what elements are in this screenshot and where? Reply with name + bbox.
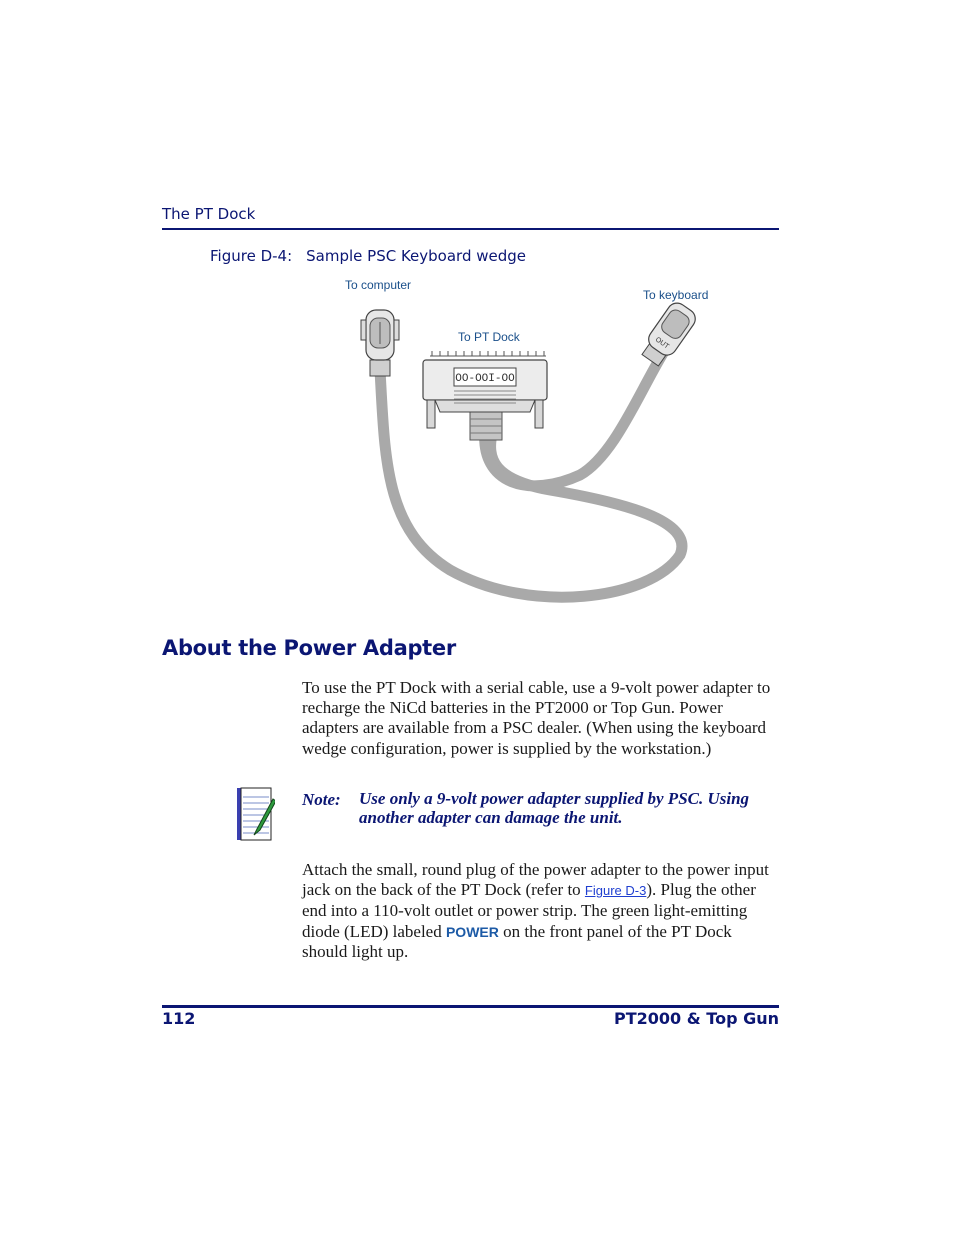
figure-d3-link[interactable]: Figure D-3 [584, 883, 647, 899]
body-paragraph-2: Attach the small, round plug of the powe… [302, 860, 780, 962]
plug-to-computer [360, 309, 400, 377]
paragraph-text: on the front panel of the PT Dock should… [302, 921, 732, 961]
figure-caption: Figure D-4: Sample PSC Keyboard wedge [210, 247, 526, 265]
svg-text:OO-OOI-OO: OO-OOI-OO [455, 373, 515, 385]
callout-to-pt-dock: To PT Dock [458, 330, 520, 344]
callout-to-computer: To computer [345, 278, 412, 292]
callout-to-keyboard: To keyboard [643, 288, 709, 302]
page-number: 112 [162, 1009, 196, 1028]
keyboard-wedge-figure: OO-OOI-OO OUT To computer To keyboard To… [330, 270, 730, 615]
paragraph-text: ). Plug the other end into a 110-volt ou… [302, 880, 756, 941]
note-label: Note: [302, 790, 341, 809]
keyboard-wedge-cable-illustration: OO-OOI-OO OUT [360, 302, 696, 603]
power-label: POWER [445, 923, 499, 940]
db25-connector: OO-OOI-OO [422, 351, 548, 429]
book-title: PT2000 & Top Gun [614, 1009, 779, 1028]
header-rule [162, 228, 779, 230]
running-header: The PT Dock [162, 205, 256, 223]
body-paragraph: To use the PT Dock with a serial cable, … [302, 678, 771, 758]
footer-rule [162, 1005, 779, 1008]
figure-number: Figure D-4: [210, 247, 293, 265]
figure-caption-text: Sample PSC Keyboard wedge [306, 247, 527, 265]
note-text: Use only a 9-volt power adapter supplied… [359, 789, 750, 827]
paragraph-text: Attach the small, round plug of the powe… [302, 860, 769, 900]
note-notepad-icon [237, 787, 275, 841]
section-heading: About the Power Adapter [162, 636, 456, 660]
plug-to-keyboard: OUT [641, 302, 696, 367]
cable-to-keyboard [479, 344, 671, 492]
